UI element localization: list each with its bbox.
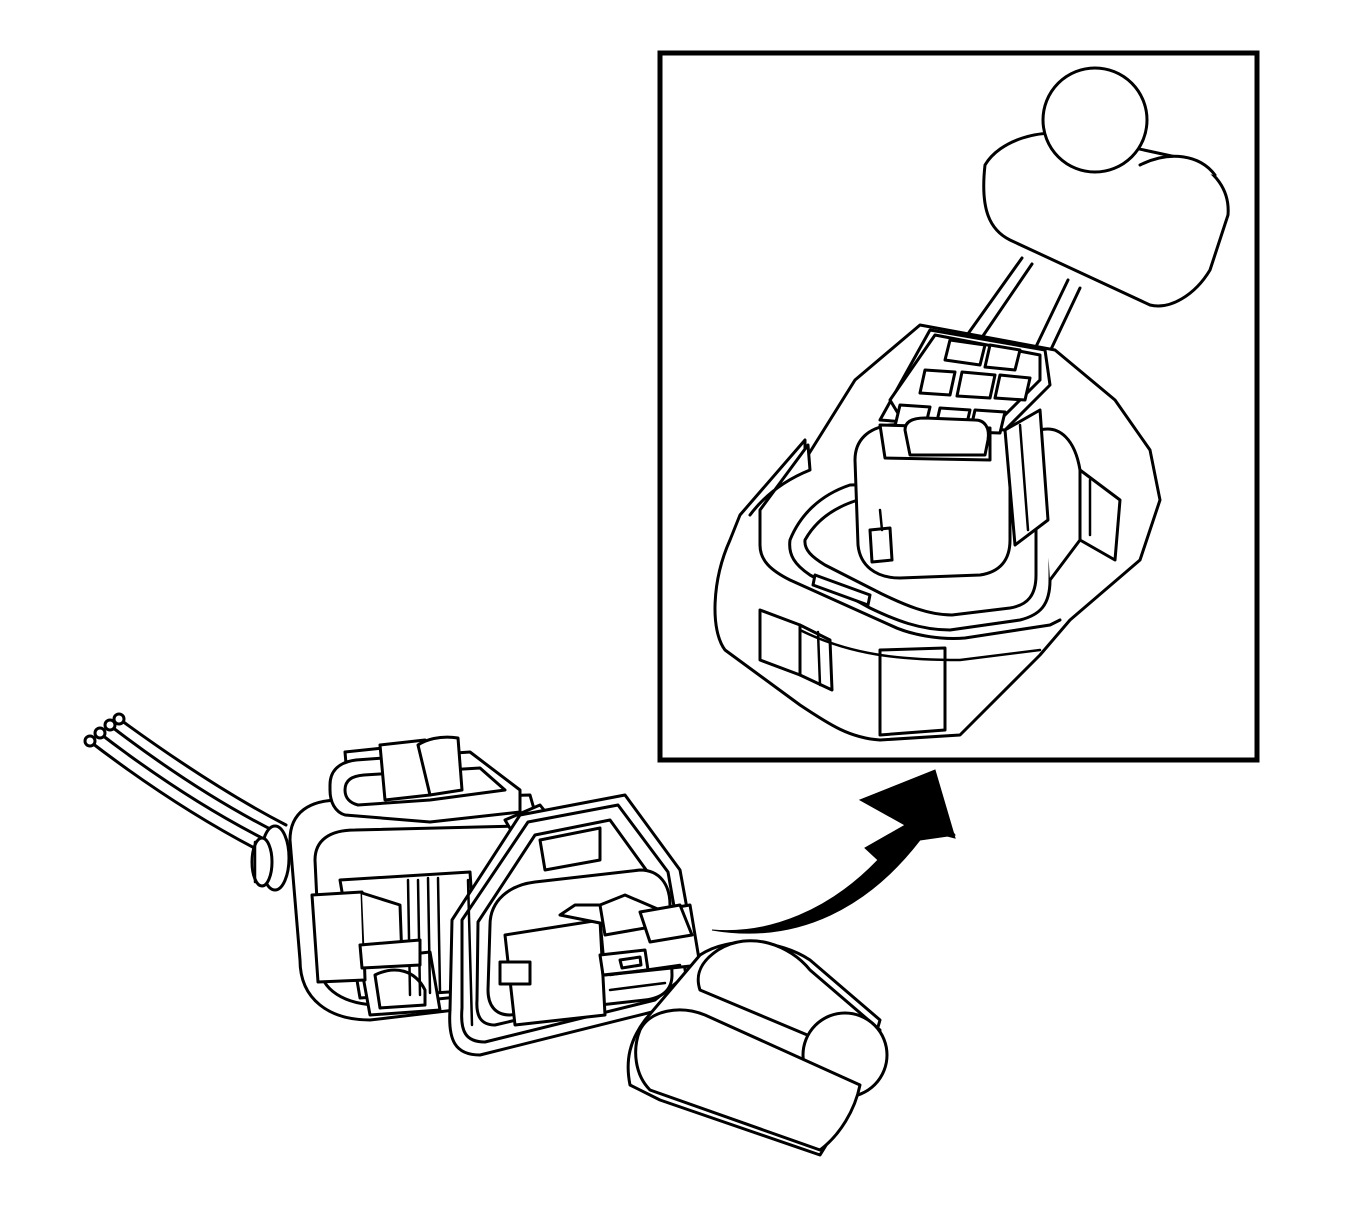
connector-body bbox=[288, 793, 542, 1022]
connector-position-assurance-clip bbox=[328, 735, 562, 847]
detail-view-inset bbox=[657, 50, 1260, 763]
inset-terminal-insert bbox=[853, 328, 1052, 580]
inset-protective-boot bbox=[982, 66, 1230, 308]
curved-callout-arrow bbox=[711, 769, 956, 934]
wiring-harness-wires bbox=[83, 712, 288, 854]
main-connector-view bbox=[83, 712, 956, 1157]
wire-seal bbox=[250, 824, 291, 892]
protective-boot bbox=[626, 939, 889, 1157]
